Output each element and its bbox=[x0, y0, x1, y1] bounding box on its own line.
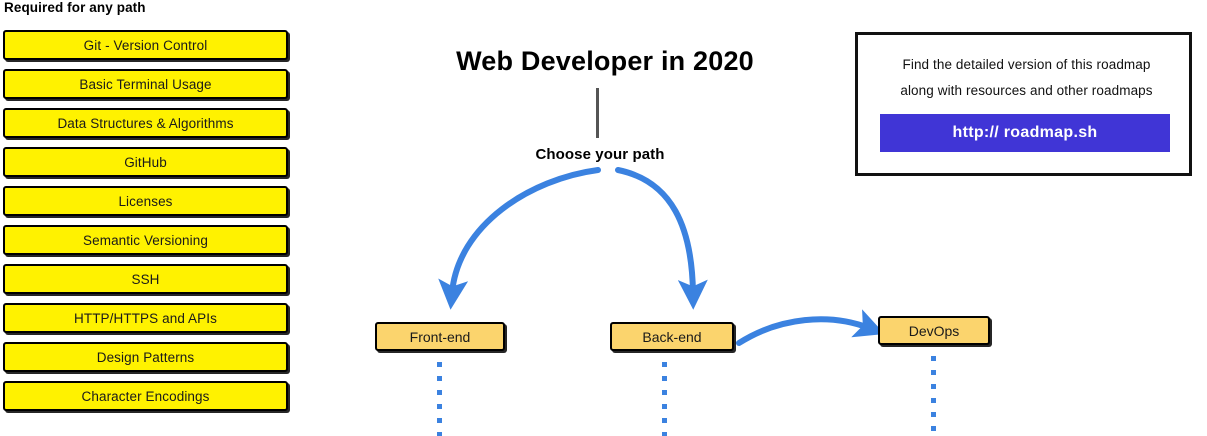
trail-dot bbox=[931, 370, 936, 375]
info-box-line-1: Find the detailed version of this roadma… bbox=[902, 57, 1151, 72]
required-item-ssh[interactable]: SSH bbox=[3, 264, 288, 294]
required-item-design-patterns[interactable]: Design Patterns bbox=[3, 342, 288, 372]
trail-dot bbox=[437, 418, 442, 423]
trail-dot bbox=[437, 376, 442, 381]
arrow-back-end-to-devops bbox=[736, 309, 885, 346]
required-section-heading: Required for any path bbox=[4, 0, 146, 15]
choose-your-path-label: Choose your path bbox=[535, 146, 665, 163]
trail-dot bbox=[437, 432, 442, 436]
required-item-github[interactable]: GitHub bbox=[3, 147, 288, 177]
roadmap-link-button[interactable]: http:// roadmap.sh bbox=[880, 114, 1170, 152]
trail-dot bbox=[437, 404, 442, 409]
required-item-basic-terminal-usage[interactable]: Basic Terminal Usage bbox=[3, 69, 288, 99]
required-item-label: Basic Terminal Usage bbox=[79, 76, 212, 92]
path-node-front-end[interactable]: Front-end bbox=[375, 322, 505, 351]
trail-dot bbox=[662, 390, 667, 395]
arrow-to-back-end bbox=[615, 167, 708, 310]
trail-dot bbox=[931, 412, 936, 417]
trail-dot bbox=[931, 356, 936, 361]
required-item-label: HTTP/HTTPS and APIs bbox=[74, 310, 217, 326]
required-items-list: Git - Version Control Basic Terminal Usa… bbox=[3, 30, 288, 420]
required-item-character-encodings[interactable]: Character Encodings bbox=[3, 381, 288, 411]
roadmap-info-box: Find the detailed version of this roadma… bbox=[855, 32, 1192, 176]
path-node-label: DevOps bbox=[908, 322, 960, 339]
roadmap-link-label: http:// roadmap.sh bbox=[952, 124, 1098, 141]
root-stem-line bbox=[596, 88, 599, 138]
trail-dot bbox=[662, 432, 667, 436]
info-box-line-2: along with resources and other roadmaps bbox=[900, 83, 1153, 98]
dotted-trail-back-end bbox=[662, 362, 667, 436]
required-item-label: Data Structures & Algorithms bbox=[57, 115, 234, 131]
trail-dot bbox=[662, 376, 667, 381]
required-item-label: SSH bbox=[131, 271, 160, 287]
required-item-licenses[interactable]: Licenses bbox=[3, 186, 288, 216]
dotted-trail-devops bbox=[931, 356, 936, 436]
required-item-semantic-versioning[interactable]: Semantic Versioning bbox=[3, 225, 288, 255]
page-title: Web Developer in 2020 bbox=[456, 46, 754, 77]
required-for-any-path-section: Required for any path Git - Version Cont… bbox=[0, 0, 300, 436]
required-item-label: Character Encodings bbox=[81, 388, 210, 404]
path-node-devops[interactable]: DevOps bbox=[878, 316, 990, 345]
dotted-trail-front-end bbox=[437, 362, 442, 436]
required-item-label: Design Patterns bbox=[96, 349, 195, 365]
trail-dot bbox=[931, 398, 936, 403]
required-item-label: GitHub bbox=[124, 154, 167, 170]
path-node-label: Front-end bbox=[409, 328, 471, 345]
trail-dot bbox=[931, 384, 936, 389]
required-item-label: Git - Version Control bbox=[83, 37, 208, 53]
required-item-git[interactable]: Git - Version Control bbox=[3, 30, 288, 60]
path-node-back-end[interactable]: Back-end bbox=[610, 322, 734, 351]
trail-dot bbox=[931, 426, 936, 431]
required-item-http-https-and-apis[interactable]: HTTP/HTTPS and APIs bbox=[3, 303, 288, 333]
path-node-label: Back-end bbox=[642, 328, 702, 345]
required-item-label: Licenses bbox=[118, 193, 173, 209]
trail-dot bbox=[662, 418, 667, 423]
required-item-label: Semantic Versioning bbox=[83, 232, 208, 248]
trail-dot bbox=[437, 362, 442, 367]
arrow-to-front-end bbox=[438, 167, 601, 310]
trail-dot bbox=[662, 404, 667, 409]
required-item-data-structures-algorithms[interactable]: Data Structures & Algorithms bbox=[3, 108, 288, 138]
trail-dot bbox=[437, 390, 442, 395]
trail-dot bbox=[662, 362, 667, 367]
